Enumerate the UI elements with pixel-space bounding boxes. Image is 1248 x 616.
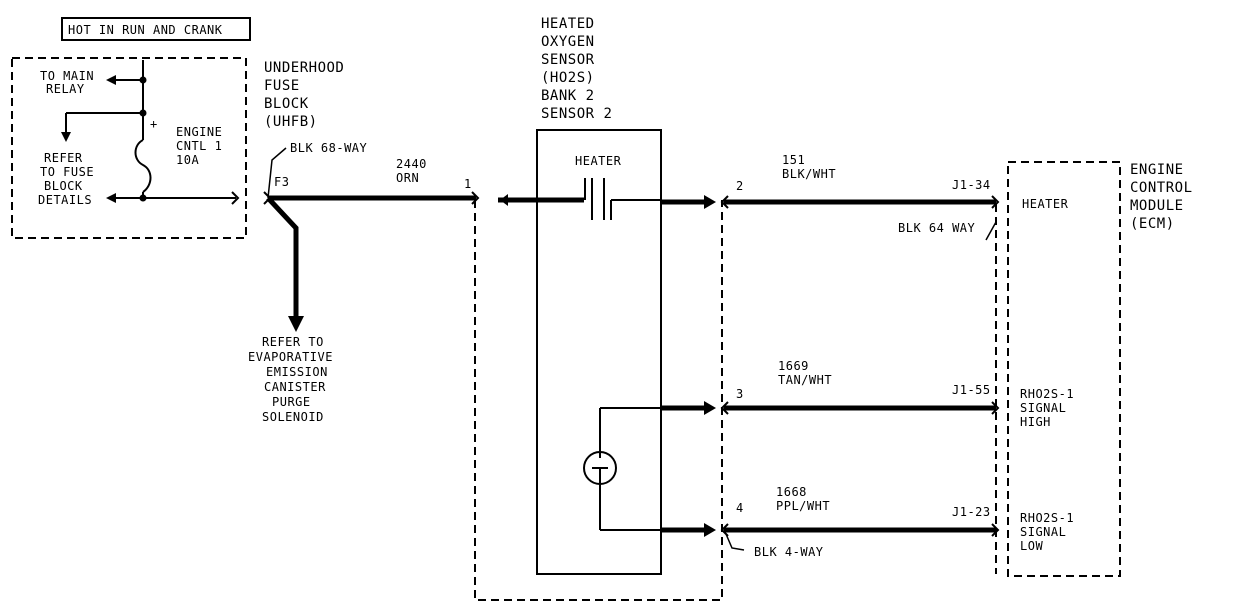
terminal-f3: F3 xyxy=(274,175,289,189)
sensor-body xyxy=(536,129,662,575)
ecm-signal-high-1: RHO2S-1 xyxy=(1020,387,1074,401)
sensor-element xyxy=(583,407,662,531)
evap-label-6: SOLENOID xyxy=(262,410,324,424)
ecm-signal-low-1: RHO2S-1 xyxy=(1020,511,1074,525)
wire-1668-color: PPL/WHT xyxy=(776,499,830,513)
ecm-heater-label: HEATER xyxy=(1022,197,1069,211)
fuse-label-2: CNTL 1 xyxy=(176,139,222,153)
sensor-title-4: (HO2S) xyxy=(541,70,595,86)
hot-in-run-box: HOT IN RUN AND CRANK xyxy=(61,17,251,41)
hot-in-run-label: HOT IN RUN AND CRANK xyxy=(68,23,223,37)
wire-2440-color: ORN xyxy=(396,171,419,185)
uhfb-title-3: BLOCK xyxy=(264,96,309,112)
fuse-label-1: ENGINE xyxy=(176,125,222,139)
sensor-pin-1: 1 xyxy=(464,177,472,191)
uhfb-title-2: FUSE xyxy=(264,78,300,94)
evap-label-2: EVAPORATIVE xyxy=(248,350,333,364)
ecm-title-1: ENGINE xyxy=(1130,162,1184,178)
heater-label: HEATER xyxy=(575,154,622,168)
fuse-label-3: 10A xyxy=(176,153,199,167)
sensor-title: HEATED OXYGEN SENSOR (HO2S) BANK 2 SENSO… xyxy=(541,16,612,122)
blk-4-way-label: BLK 4-WAY xyxy=(754,545,824,559)
uhfb-title: UNDERHOOD FUSE BLOCK (UHFB) xyxy=(264,60,344,130)
blk-64-way-label: BLK 64 WAY xyxy=(898,221,976,235)
ecm-title-4: (ECM) xyxy=(1130,216,1175,232)
wire-1669-color: TAN/WHT xyxy=(778,373,832,387)
wire-1668-circuit: 1668 xyxy=(776,485,807,499)
evap-label-1: REFER TO xyxy=(262,335,324,349)
sensor-pin-4: 4 xyxy=(736,501,744,515)
to-main-label-2: RELAY xyxy=(46,82,85,96)
evap-ref: REFER TO EVAPORATIVE EMISSION CANISTER P… xyxy=(248,335,333,424)
fuse-symbol xyxy=(134,139,152,193)
sensor-pin-3: 3 xyxy=(736,387,744,401)
sensor-pin-2: 2 xyxy=(736,179,744,193)
connector-leader xyxy=(267,147,287,199)
ecm-signal-low-3: LOW xyxy=(1020,539,1043,553)
wire-1669-circuit: 1669 xyxy=(778,359,809,373)
sensor-title-3: SENSOR xyxy=(541,52,595,68)
wire-151-color: BLK/WHT xyxy=(782,167,836,181)
blk-4-way-leader xyxy=(725,533,745,551)
heater-element xyxy=(498,178,662,220)
uhfb-title-1: UNDERHOOD xyxy=(264,60,344,76)
ecm-title: ENGINE CONTROL MODULE (ECM) xyxy=(1130,162,1193,232)
ecm-signal-low-2: SIGNAL xyxy=(1020,525,1066,539)
ecm-signal-high-2: SIGNAL xyxy=(1020,401,1066,415)
sensor-title-1: HEATED xyxy=(541,16,595,32)
to-main-label-1: TO MAIN xyxy=(40,69,94,83)
refer-fuse-label-1: REFER xyxy=(44,151,83,165)
wire-evap-branch xyxy=(266,196,299,320)
sensor-title-2: OXYGEN xyxy=(541,34,595,50)
uhfb-title-4: (UHFB) xyxy=(264,114,318,130)
refer-fuse-label-4: DETAILS xyxy=(38,193,92,207)
ecm-title-2: CONTROL xyxy=(1130,180,1193,196)
refer-fuse-label-2: TO FUSE xyxy=(40,165,94,179)
sensor-title-6: SENSOR 2 xyxy=(541,106,612,122)
wire-1669-ecm-pin: J1-55 xyxy=(952,383,991,397)
sensor-connector-outline xyxy=(474,200,723,601)
blk-68-way-label: BLK 68-WAY xyxy=(290,141,368,155)
evap-label-5: PURGE xyxy=(272,395,311,409)
fuse-block: TO MAIN RELAY REFER TO FUSE BLOCK DETAIL… xyxy=(11,57,247,239)
ecm-box xyxy=(1007,161,1121,577)
ecm-signal-high-3: HIGH xyxy=(1020,415,1051,429)
evap-label-4: CANISTER xyxy=(264,380,326,394)
wire-2440-circuit: 2440 xyxy=(396,157,427,171)
fuse-plus: + xyxy=(150,117,158,131)
wire-151-circuit: 151 xyxy=(782,153,805,167)
wire-151-ecm-pin: J1-34 xyxy=(952,178,991,192)
ecm-title-3: MODULE xyxy=(1130,198,1184,214)
sensor-title-5: BANK 2 xyxy=(541,88,595,104)
evap-label-3: EMISSION xyxy=(266,365,328,379)
wire-1668-ecm-pin: J1-23 xyxy=(952,505,991,519)
refer-fuse-label-3: BLOCK xyxy=(44,179,83,193)
